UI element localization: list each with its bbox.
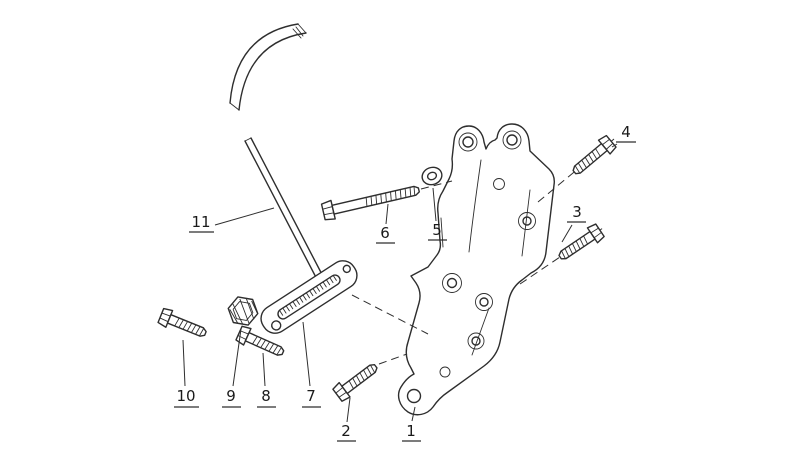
callout-2[interactable]: 2: [337, 397, 356, 442]
callout-10-label[interactable]: 10: [176, 387, 195, 405]
hex-bolt-2: [331, 358, 382, 404]
callout-4-leader: [611, 143, 618, 148]
callout-1-leader: [411, 406, 416, 422]
callout-2-leader: [346, 397, 351, 423]
callout-9-label[interactable]: 9: [226, 387, 236, 405]
callout-5-leader: [432, 187, 437, 222]
callout-5-label[interactable]: 5: [432, 221, 442, 239]
callout-3-label[interactable]: 3: [572, 203, 582, 221]
callout-8-leader: [262, 352, 266, 387]
callout-11-leader: [214, 207, 275, 226]
callout-1[interactable]: 1: [402, 406, 421, 442]
v-belt-arc: [229, 23, 307, 111]
callout-7-label[interactable]: 7: [306, 387, 316, 405]
callout-1-label[interactable]: 1: [406, 422, 416, 440]
washer-5: [421, 166, 443, 186]
callout-4-label[interactable]: 4: [621, 123, 631, 141]
mounting-bracket-1: [397, 123, 556, 416]
callout-7[interactable]: 7: [302, 321, 321, 408]
hex-bolt-6: [320, 185, 420, 221]
callout-11[interactable]: 11: [189, 207, 275, 233]
tensioner-bar-7: [260, 260, 358, 334]
hex-bolt-3: [554, 222, 606, 266]
callout-11-label[interactable]: 11: [191, 213, 210, 231]
callout-8-label[interactable]: 8: [261, 387, 271, 405]
callout-3-leader: [561, 224, 573, 243]
callout-6[interactable]: 6: [376, 203, 395, 244]
callout-6-label[interactable]: 6: [380, 224, 390, 242]
callout-8[interactable]: 8: [257, 352, 276, 408]
callout-4[interactable]: 4: [611, 123, 636, 148]
hex-bolt-4: [567, 133, 618, 180]
callout-5[interactable]: 5: [428, 187, 447, 241]
callout-7-leader: [302, 321, 311, 387]
callout-2-label[interactable]: 2: [341, 422, 351, 440]
callout-9-leader: [232, 328, 242, 387]
callout-3[interactable]: 3: [561, 203, 586, 243]
callout-6-leader: [385, 203, 389, 225]
hex-bolt-10: [156, 306, 210, 343]
callout-10[interactable]: 10: [174, 339, 199, 408]
callout-10-leader: [182, 339, 186, 387]
hex-nut-9: [227, 296, 259, 326]
callout-9[interactable]: 9: [222, 328, 242, 408]
